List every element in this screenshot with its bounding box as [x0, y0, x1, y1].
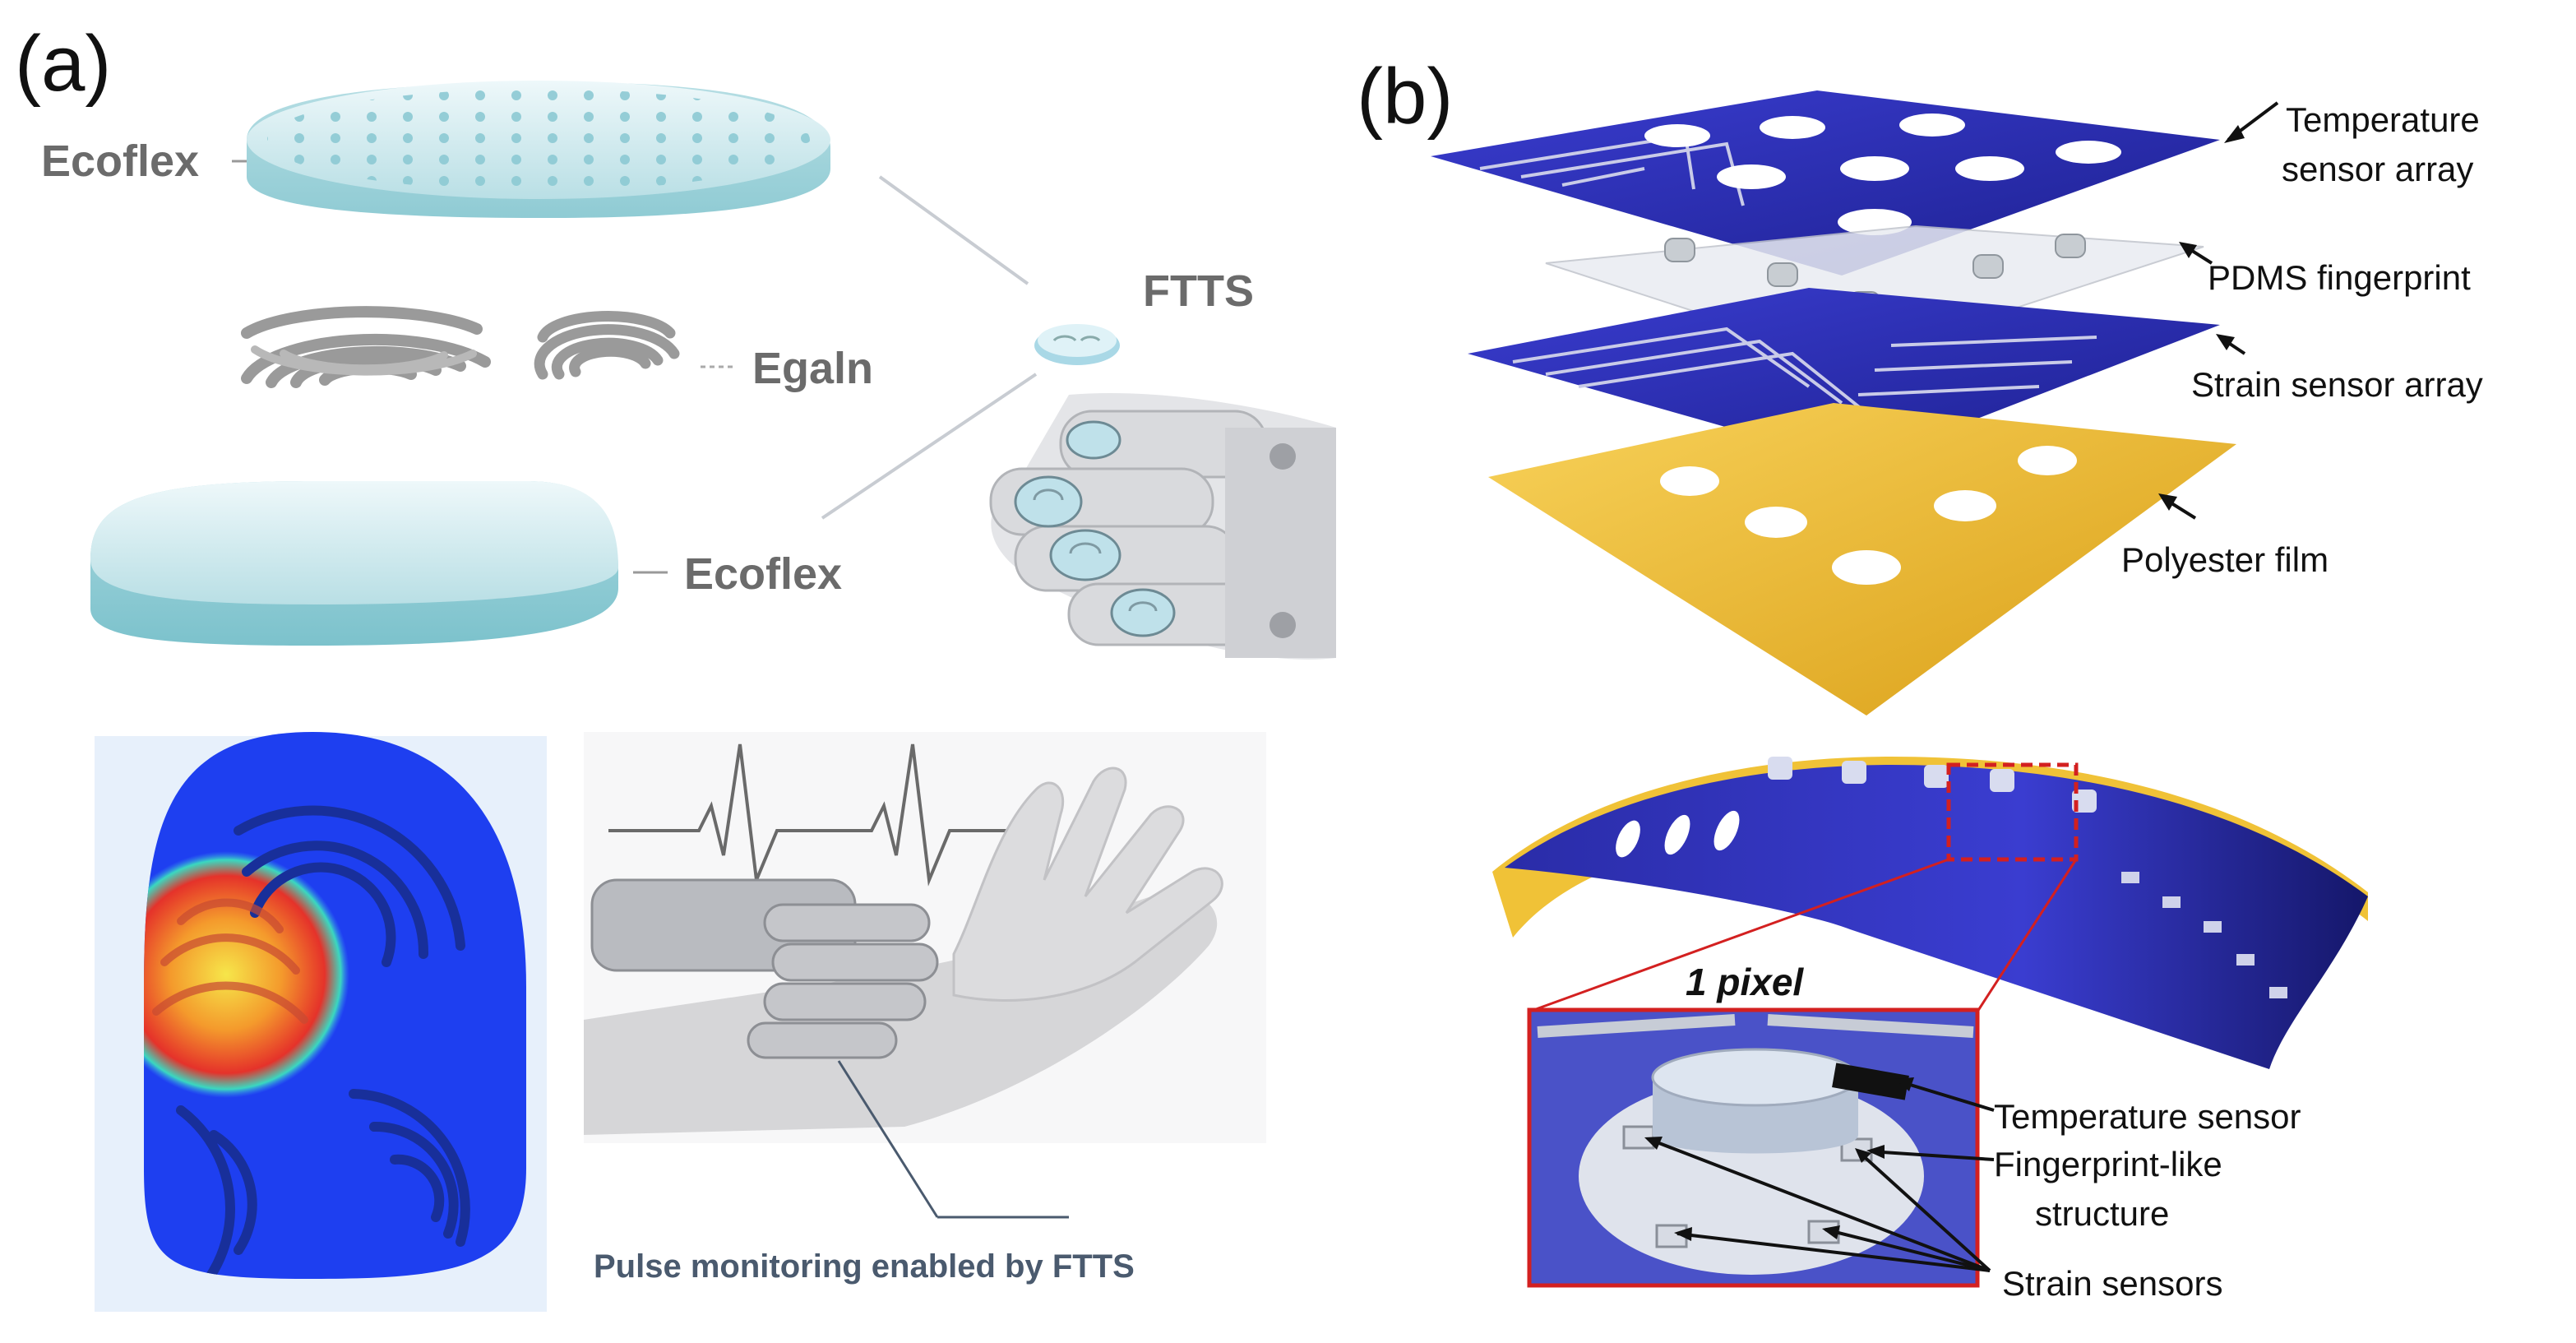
fingerprint-label-2: structure — [2035, 1194, 2169, 1233]
pdms-pillar — [1651, 1048, 1860, 1154]
connector-line-top — [878, 175, 1029, 285]
heatmap-simulation — [95, 732, 547, 1312]
ecoflex-bottom-layer — [90, 481, 618, 646]
polyester-film — [1488, 403, 2236, 715]
curved-sensor — [1492, 757, 2368, 1069]
panel-a: (a) Ecoflex — [15, 20, 1336, 1312]
temperature-sensor-label: Temperature sensor — [1994, 1097, 2301, 1136]
panel-b: (b) — [1357, 53, 2483, 1303]
strain-array-label: Strain sensor array — [2191, 365, 2483, 404]
temp-sensor-element — [1832, 1063, 1909, 1100]
pulse-pointer — [837, 1060, 939, 1218]
pixel-callout-box — [1946, 762, 2079, 862]
pulse-illustration — [584, 732, 1266, 1219]
pixel-labels: Temperature sensor Fingerprint-like stru… — [1644, 1077, 2301, 1303]
connector-line-bottom — [821, 373, 1038, 520]
pixel-label: 1 pixel — [1686, 961, 1804, 1003]
panel-a-letter: (a) — [15, 20, 111, 108]
ecoflex-top-label: Ecoflex — [41, 137, 199, 186]
temperature-sensor-board — [1431, 90, 2220, 276]
fingerprint-label-1: Fingerprint-like — [1994, 1145, 2222, 1183]
pdms-label: PDMS fingerprint — [2208, 258, 2471, 297]
pulse-caption: Pulse monitoring enabled by FTTS — [594, 1248, 1135, 1285]
ftts-sensor — [1034, 324, 1120, 365]
temperature-array-label-2: sensor array — [2282, 150, 2473, 188]
strain-sensor-board — [1468, 288, 2220, 465]
egain-electrodes — [241, 306, 680, 388]
ecoflex-bottom-label: Ecoflex — [684, 549, 842, 599]
exploded-labels: Temperature sensor array PDMS fingerprin… — [2121, 100, 2483, 579]
ecg-waveform — [608, 743, 1011, 887]
temperature-array-label-1: Temperature — [2286, 100, 2480, 139]
robot-hand — [989, 393, 1336, 660]
strain-sensors-label: Strain sensors — [2002, 1264, 2222, 1303]
pixel-zoom — [1527, 1007, 1980, 1288]
polyester-label: Polyester film — [2121, 540, 2329, 579]
fingertip-sensors — [1014, 420, 1176, 637]
ftts-label: FTTS — [1143, 266, 1254, 316]
egain-label: Egaln — [752, 344, 873, 393]
panel-b-letter: (b) — [1357, 53, 1453, 141]
ecoflex-top-layer — [247, 81, 830, 218]
